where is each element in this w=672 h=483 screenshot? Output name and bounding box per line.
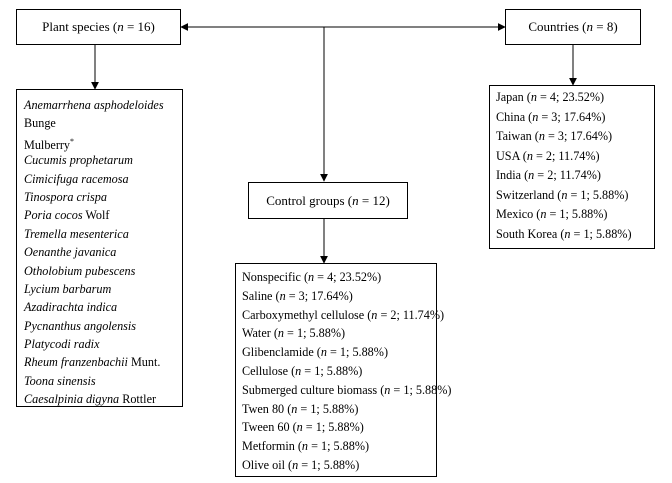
control-group-item: Water (n = 1; 5.88%) [242, 326, 346, 341]
control-groups-node: Control groups (n = 12) [248, 182, 408, 219]
countries-title: Countries (n = 8) [528, 19, 618, 34]
plant-species-item: Rheum franzenbachii Munt. [24, 355, 161, 370]
plant-species-item: Anemarrhena asphodeloides [24, 98, 164, 112]
country-item: Japan (n = 4; 23.52%) [496, 90, 605, 104]
plant-species-item: Toona sinensis [24, 373, 96, 388]
control-group-item: Saline (n = 3; 17.64%) [242, 288, 353, 303]
countries-node: Countries (n = 8) [505, 9, 641, 45]
plant-species-item: Platycodi radix [24, 337, 100, 352]
plant-species-item: Caesalpinia digyna Rottler [24, 392, 157, 407]
plant-species-item: Azadirachta indica [24, 300, 118, 315]
plant-species-item: Cucumis prophetarum [24, 153, 133, 168]
plant-species-title: Plant species (n = 16) [42, 19, 155, 34]
country-item: Switzerland (n = 1; 5.88%) [496, 187, 629, 202]
plant-species-item: Bunge [24, 116, 56, 131]
plant-species-item: Cimicifuga racemosa [24, 171, 129, 186]
countries-list: Japan (n = 4; 23.52%) China (n = 3; 17.64… [489, 85, 655, 249]
country-item: Taiwan (n = 3; 17.64%) [496, 129, 613, 143]
plant-species-item: Tremella mesenterica [24, 226, 129, 241]
country-item: India (n = 2; 11.74%) [496, 168, 601, 182]
plant-species-item: Poria cocos Wolf [24, 208, 110, 223]
plant-species-item: Pycnanthus angolensis [24, 318, 137, 333]
country-item: South Korea (n = 1; 5.88%) [496, 226, 632, 241]
control-group-item: Carboxymethyl cellulose (n = 2; 11.74%) [242, 307, 445, 322]
country-item: USA (n = 2; 11.74%) [496, 148, 600, 163]
plant-species-item: Oenanthe javanica [24, 245, 117, 260]
control-group-item: Glibenclamide (n = 1; 5.88%) [242, 345, 388, 360]
plant-species-item: Tinospora crispa [24, 189, 107, 204]
control-groups-title: Control groups (n = 12) [266, 192, 390, 208]
plant-species-item: Otholobium pubescens [24, 263, 136, 278]
plant-species-item: Lycium barbarum [24, 281, 112, 296]
country-item: Mexico (n = 1; 5.88%) [496, 207, 608, 221]
control-group-item: Olive oil (n = 1; 5.88%) [242, 457, 360, 472]
control-group-item: Twen 80 (n = 1; 5.88%) [242, 401, 359, 416]
plant-species-node: Plant species (n = 16) [16, 9, 181, 45]
control-group-item: Cellulose (n = 1; 5.88%) [242, 363, 363, 378]
control-group-item: Tween 60 (n = 1; 5.88%) [242, 420, 364, 435]
plant-species-item: Mulberry* [24, 136, 75, 152]
control-group-item: Submerged culture biomass (n = 1; 5.88%) [242, 382, 452, 397]
country-item: China (n = 3; 17.64%) [496, 109, 606, 124]
control-group-item: Metformin (n = 1; 5.88%) [242, 439, 370, 454]
control-group-item: Nonspecific (n = 4; 23.52%) [242, 270, 382, 284]
control-groups-list: Nonspecific (n = 4; 23.52%) Saline (n = 3… [235, 263, 452, 477]
